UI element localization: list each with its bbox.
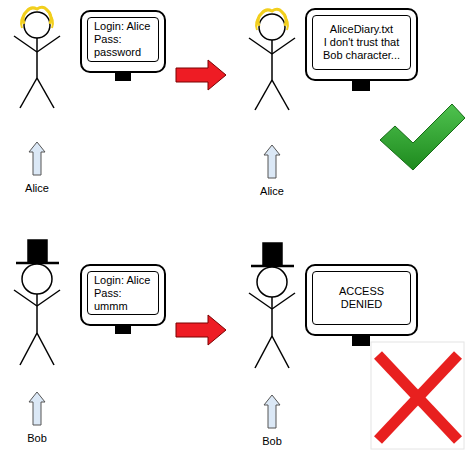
monitor-screen: Login: AlicePass: password [80, 10, 166, 73]
alice-figure [249, 9, 295, 110]
pointer-arrow [29, 142, 45, 175]
flow-arrow [176, 60, 226, 90]
bob-figure [14, 240, 60, 365]
person-name: Bob [262, 435, 282, 447]
person-name: Alice [25, 182, 49, 194]
screen-text: ACCESS DENIED [319, 285, 404, 311]
cross-frame [371, 342, 464, 449]
flow-arrow [176, 315, 226, 345]
screen-text: AliceDiary.txt [330, 23, 393, 36]
monitor-stand [115, 325, 131, 334]
screen-area: Login: AlicePass: ummm [87, 271, 159, 315]
screen-area: Login: AlicePass: password [87, 17, 159, 62]
person-name: Bob [27, 432, 47, 444]
screen-text: Pass: ummm [94, 287, 152, 313]
monitor-stand [352, 80, 370, 91]
screen-text: Login: Alice [94, 274, 150, 287]
alice-figure [14, 7, 60, 108]
cross-mark [378, 355, 458, 440]
pointer-arrow [29, 392, 45, 425]
screen-area: ACCESS DENIED [312, 271, 411, 325]
screen-area: AliceDiary.txtI don't trust that Bob cha… [312, 15, 411, 70]
monitor-screen: Login: AlicePass: ummm [80, 264, 166, 326]
person-name: Alice [260, 185, 284, 197]
screen-text: Pass: password [94, 33, 152, 59]
check-mark [380, 104, 465, 170]
pointer-arrow [264, 145, 280, 178]
screen-text: I don't trust that Bob character... [319, 36, 404, 62]
monitor-screen: AliceDiary.txtI don't trust that Bob cha… [305, 8, 418, 81]
screen-text: Login: Alice [94, 20, 150, 33]
bob-figure [249, 243, 295, 368]
monitor-stand [115, 72, 131, 81]
monitor-screen: ACCESS DENIED [305, 264, 418, 336]
pointer-arrow [264, 395, 280, 428]
monitor-stand [352, 335, 370, 346]
